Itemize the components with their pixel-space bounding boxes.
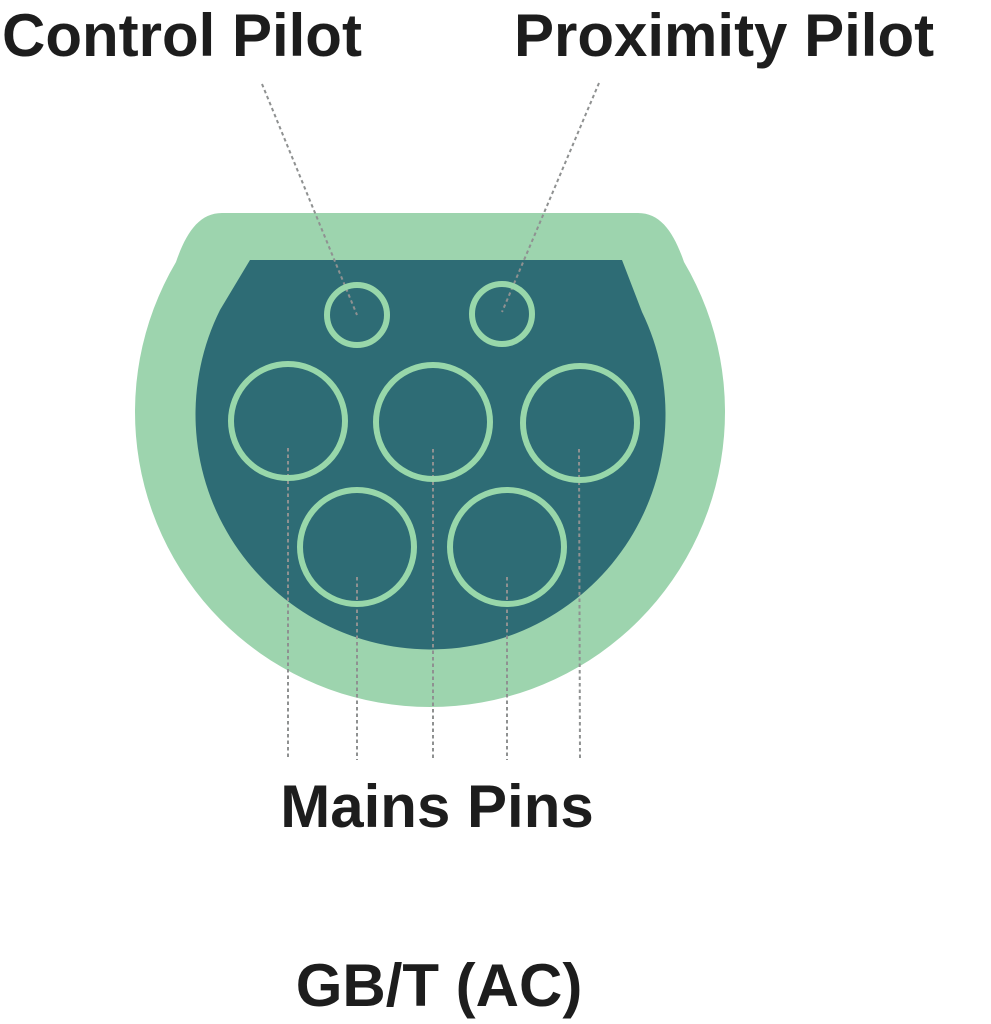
leader-lines <box>261 82 600 761</box>
pin-mains-mid-right <box>520 363 640 483</box>
pin-holes <box>228 281 640 607</box>
pin-mains-bottom-right <box>447 487 567 607</box>
label-connector-type: GB/T (AC) <box>295 952 583 1019</box>
pin-proximity-pilot <box>469 281 535 347</box>
pin-mains-mid-left <box>228 361 348 481</box>
label-proximity-pilot: Proximity Pilot <box>514 2 935 69</box>
leader-proximity-pilot <box>501 82 600 313</box>
pin-mains-bottom-left <box>297 487 417 607</box>
leader-control-pilot <box>261 83 358 316</box>
label-control-pilot: Control Pilot <box>2 2 362 69</box>
pin-control-pilot <box>324 282 390 348</box>
pin-mains-mid-center <box>373 362 493 482</box>
label-mains-pins: Mains Pins <box>280 773 594 840</box>
connector-face <box>195 260 666 650</box>
